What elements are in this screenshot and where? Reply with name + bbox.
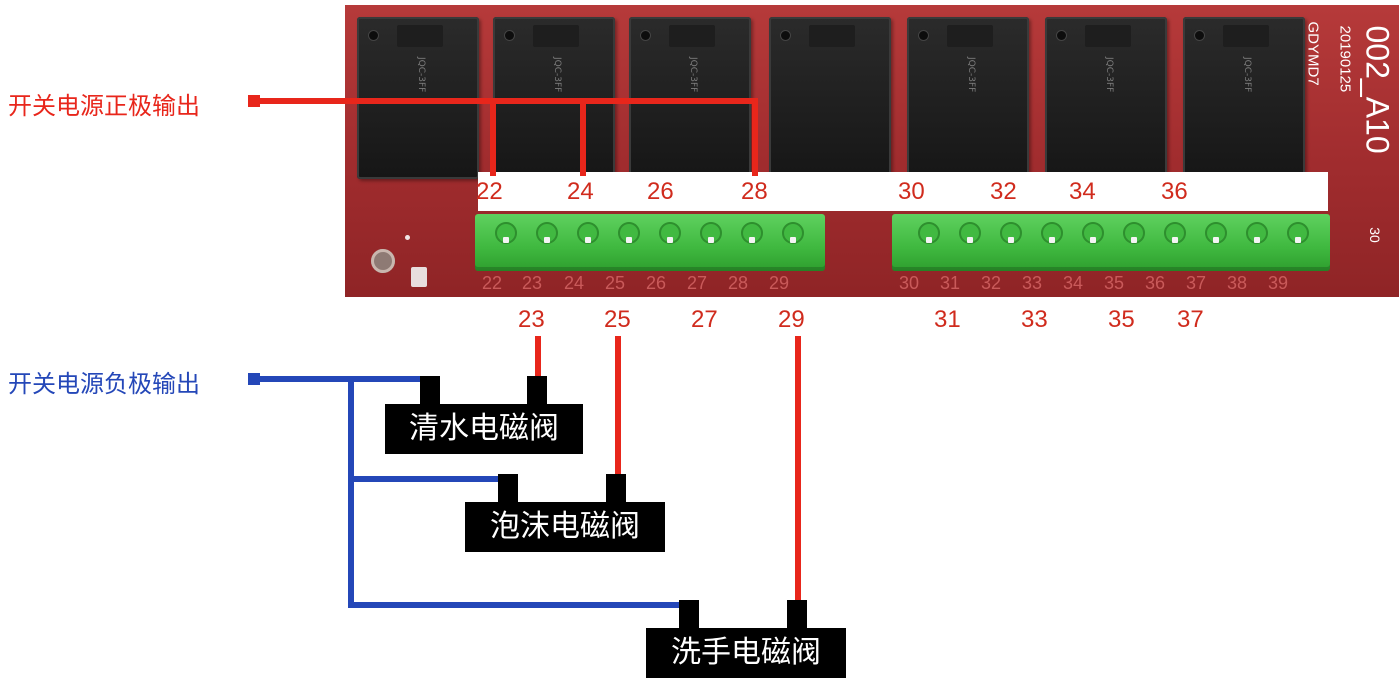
positive-wire-bus	[258, 98, 758, 104]
pin-label: 24	[564, 273, 585, 293]
valve-3-terminal-negative	[679, 600, 699, 630]
positive-wire-28	[752, 98, 758, 176]
pin-label: 33	[1022, 273, 1043, 293]
pin-label: 30	[899, 273, 920, 293]
terminal-number: 23	[518, 306, 545, 333]
board-vendor-code: GDYMD7	[1304, 21, 1322, 86]
pin-label: 29	[769, 273, 790, 293]
pin-label: 35	[1104, 273, 1125, 293]
pin-label: 31	[940, 273, 961, 293]
terminal-number: 29	[778, 306, 805, 333]
pin-label: 37	[1186, 273, 1207, 293]
valve-clean-water: 清水电磁阀	[385, 404, 583, 454]
terminal-number: 25	[604, 306, 631, 333]
negative-wire-bus	[258, 376, 424, 382]
terminal-number: 34	[1069, 178, 1096, 205]
negative-output-label: 开关电源负极输出	[8, 370, 200, 398]
terminal-number: 27	[691, 306, 718, 333]
terminal-number: 32	[990, 178, 1017, 205]
pin-label: 32	[981, 273, 1002, 293]
relay-4	[769, 17, 891, 179]
terminal-number: 26	[647, 178, 674, 205]
positive-wire-25	[615, 336, 621, 478]
positive-wire-24	[580, 98, 586, 176]
valve-3-terminal-positive	[787, 600, 807, 630]
pin-label: 26	[646, 273, 667, 293]
pin-label: 25	[605, 273, 626, 293]
positive-wire-end	[248, 95, 260, 107]
valve-hand-wash: 洗手电磁阀	[646, 628, 846, 678]
pin-label: 38	[1227, 273, 1248, 293]
pin-label: 34	[1063, 273, 1084, 293]
terminal-number: 31	[934, 306, 961, 333]
board-corner-mark: 30	[1366, 227, 1383, 243]
pin-label: 36	[1145, 273, 1166, 293]
terminal-number: 30	[898, 178, 925, 205]
board-dot	[405, 235, 410, 240]
terminal-number: 36	[1161, 178, 1188, 205]
negative-wire-trunk	[348, 376, 354, 608]
board-date-code: 20190125	[1336, 25, 1354, 93]
board-silkscreen: 002_A10 20190125 GDYMD7	[1305, 13, 1399, 163]
pin-label: 27	[687, 273, 708, 293]
terminal-block-left	[475, 214, 825, 271]
valve-2-terminal-negative	[498, 474, 518, 504]
negative-wire-branch-2	[348, 476, 500, 482]
terminal-number: 33	[1021, 306, 1048, 333]
pin-label: 22	[482, 273, 503, 293]
valve-2-terminal-positive	[606, 474, 626, 504]
negative-wire-branch-3	[348, 602, 682, 608]
relay-6: JQC-3FF	[1045, 17, 1167, 179]
terminal-number: 24	[567, 178, 594, 205]
positive-output-label: 开关电源正极输出	[8, 92, 200, 120]
valve-1-terminal-positive	[527, 376, 547, 406]
terminal-number: 37	[1177, 306, 1204, 333]
board-mark-symbol	[411, 267, 427, 287]
valve-foam: 泡沫电磁阀	[465, 502, 665, 552]
pin-label: 39	[1268, 273, 1289, 293]
relay-5: JQC-3FF	[907, 17, 1029, 179]
positive-wire-23	[535, 336, 541, 380]
negative-wire-end	[248, 373, 260, 385]
positive-wire-22	[490, 98, 496, 176]
terminal-label-strip	[478, 172, 1328, 211]
terminal-number: 28	[741, 178, 768, 205]
board-model-id: 002_A10	[1359, 25, 1396, 154]
mounting-hole	[371, 249, 395, 273]
pin-label: 28	[728, 273, 749, 293]
terminal-number: 35	[1108, 306, 1135, 333]
positive-wire-29	[795, 336, 801, 604]
valve-1-terminal-negative	[420, 376, 440, 406]
terminal-block-right	[892, 214, 1330, 271]
pin-label: 23	[522, 273, 543, 293]
relay-7: JQC-3FF	[1183, 17, 1305, 179]
terminal-number: 22	[476, 178, 503, 205]
